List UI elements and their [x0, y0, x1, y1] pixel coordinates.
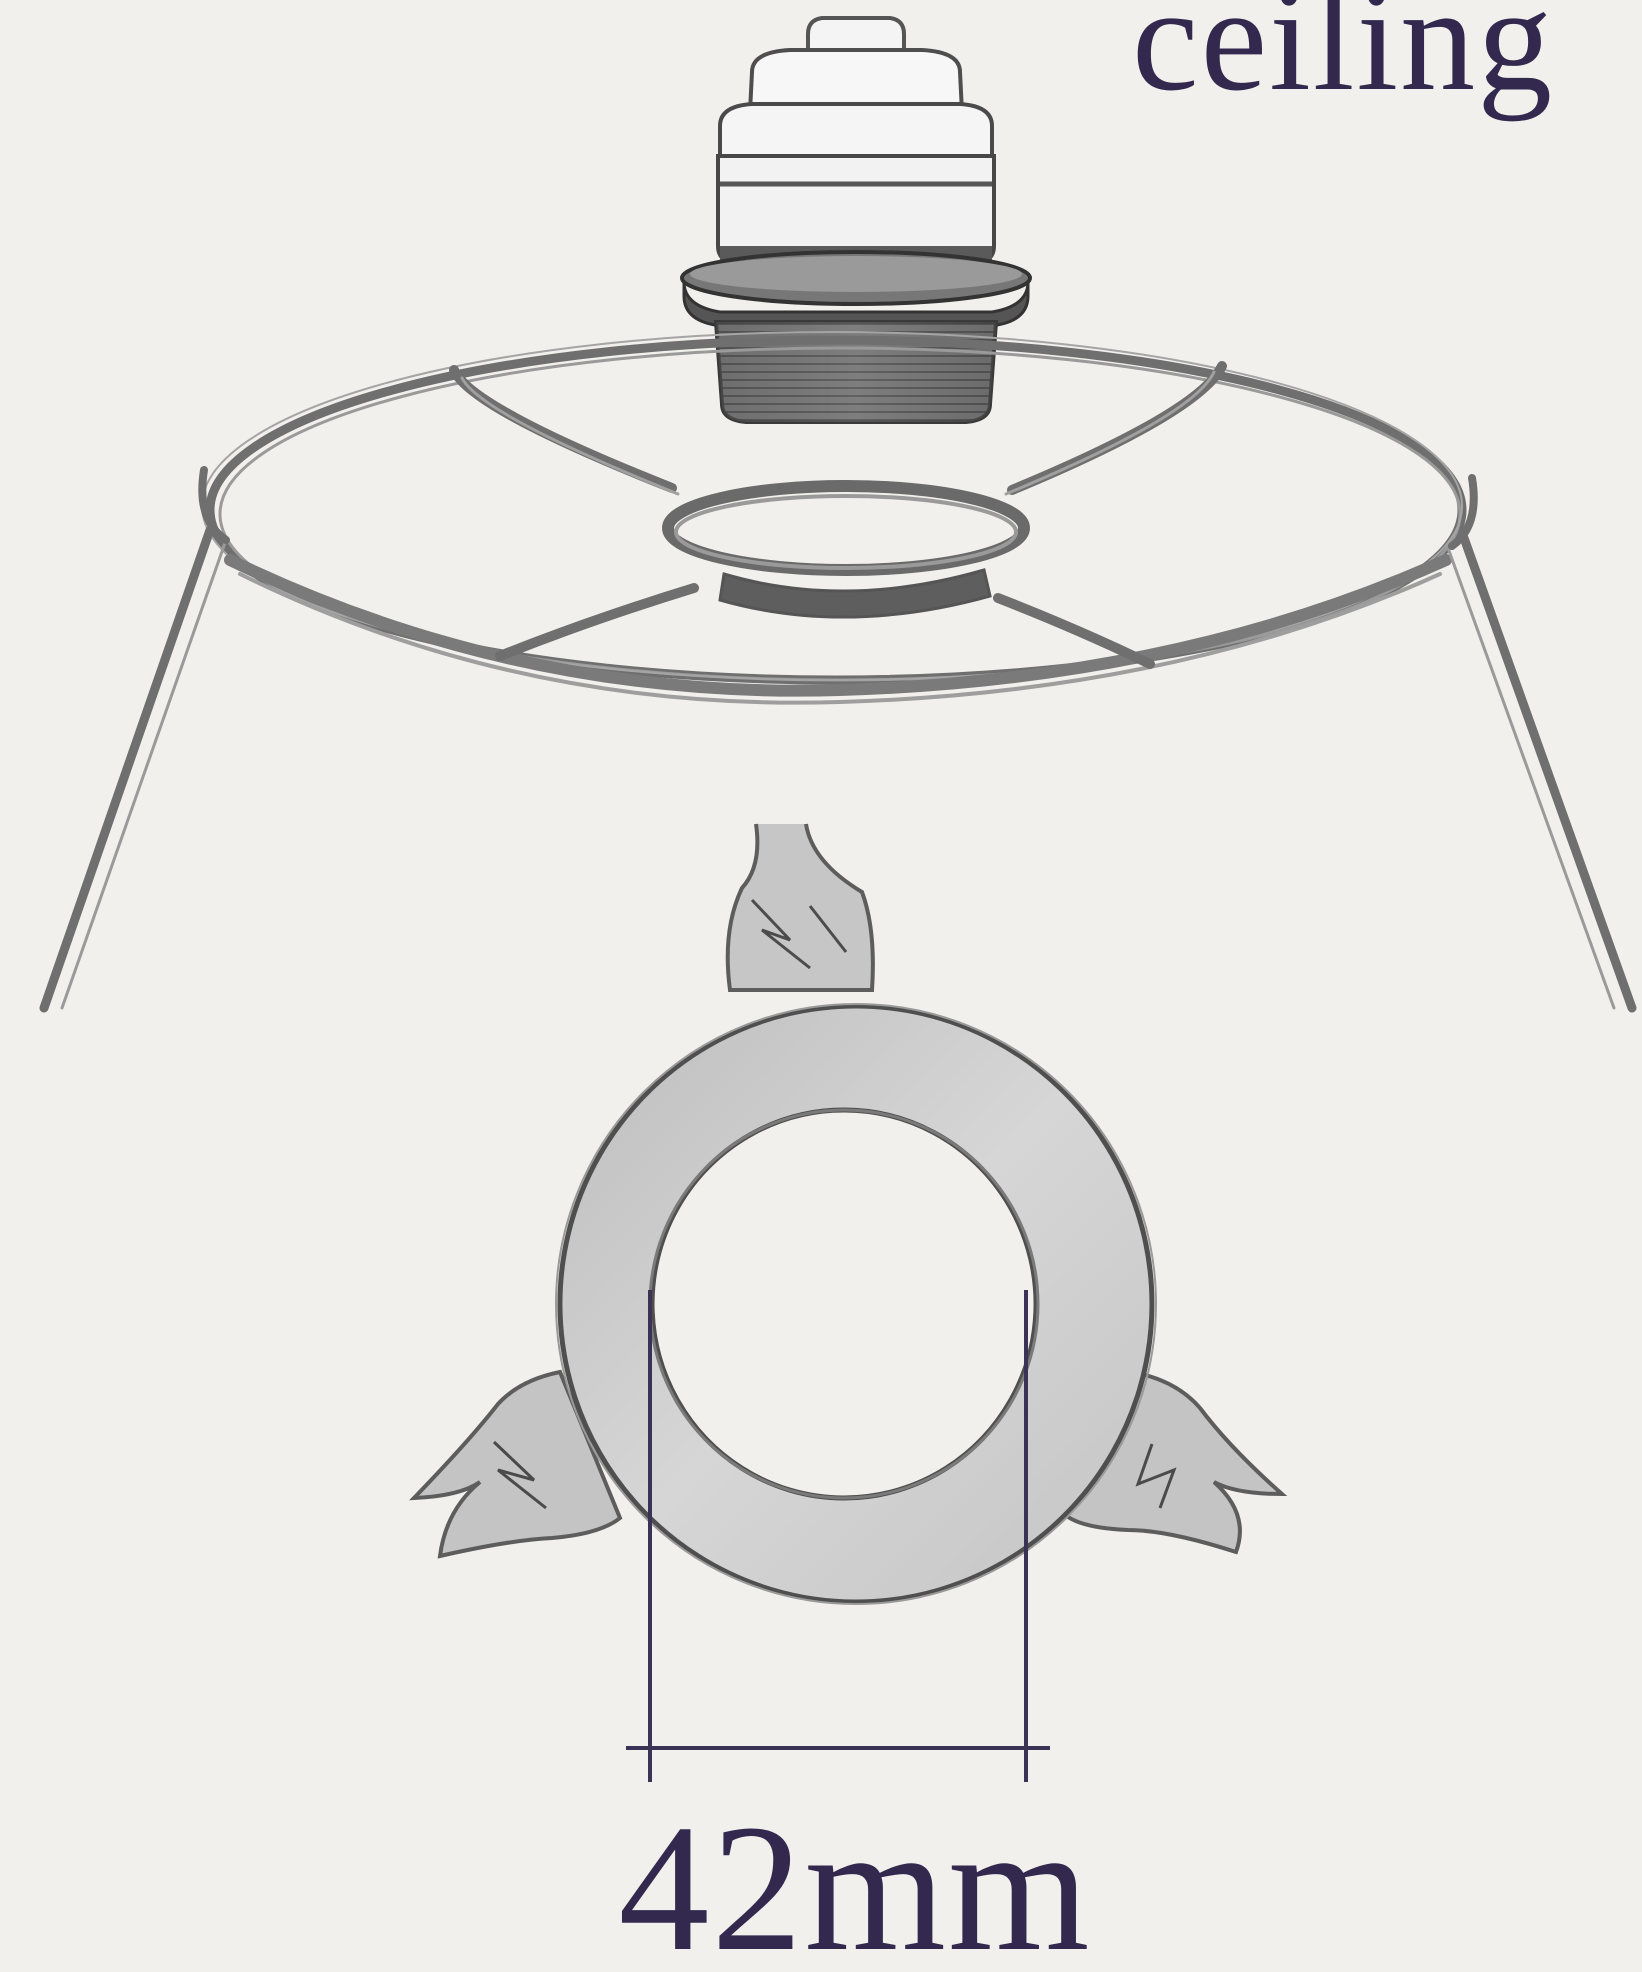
frame-spoke	[993, 593, 1155, 669]
frame-leg-left	[39, 525, 215, 1013]
dimension-marker	[626, 1290, 1050, 1782]
reducer-ring	[409, 823, 1288, 1605]
shade-frame	[39, 331, 1637, 1013]
frame-spoke	[495, 583, 699, 661]
diameter-label: 42mm	[618, 1788, 1092, 1972]
reducer-tab-top	[725, 823, 875, 992]
lampholder-body-upper	[718, 102, 994, 162]
frame-spoke	[1007, 361, 1227, 495]
lampholder	[680, 16, 1032, 424]
fitting-type-label: ceiling	[1132, 0, 1555, 122]
frame-spoke	[449, 365, 677, 493]
frame-leg-right	[1459, 533, 1637, 1013]
